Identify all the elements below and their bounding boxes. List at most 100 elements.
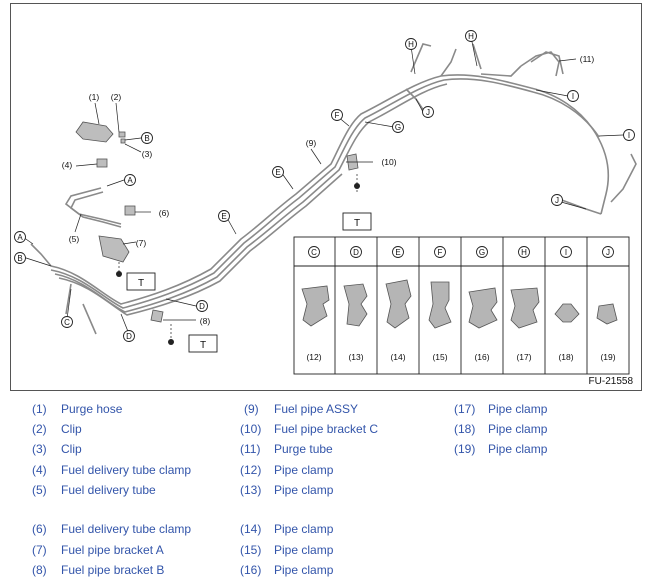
letter-c: C (61, 316, 73, 328)
callout-14: (14) (390, 352, 405, 362)
svg-text:J: J (606, 248, 610, 257)
svg-text:B: B (144, 134, 149, 143)
callout-16: (16) (474, 352, 489, 362)
callout-10: (10) (381, 157, 396, 167)
callout-5: (5) (69, 234, 80, 244)
svg-text:A: A (17, 233, 23, 242)
svg-text:E: E (395, 248, 400, 257)
letter-d-bottom: D (123, 330, 135, 342)
table-header-g: G (476, 246, 488, 258)
pipe-clamp-14-illustration (385, 279, 412, 329)
letter-b-left: B (14, 252, 26, 264)
letter-g: G (392, 121, 404, 133)
letter-f: F (331, 109, 343, 121)
letter-j-lower: J (551, 194, 563, 206)
legend-item-7: (7)Fuel pipe bracket A (32, 543, 164, 557)
callout-12: (12) (306, 352, 321, 362)
svg-text:H: H (468, 32, 474, 41)
svg-text:B: B (17, 254, 22, 263)
callout-4: (4) (62, 160, 73, 170)
table-header-f: F (434, 246, 446, 258)
legend-item-19: (19)Pipe clamp (454, 442, 548, 456)
svg-text:D: D (353, 248, 359, 257)
pipe-clamp-13-illustration (343, 283, 368, 327)
legend-item-11: (11)Purge tube (240, 442, 333, 456)
legend-item-3: (3)Clip (32, 442, 82, 456)
figure-code: FU-21558 (588, 376, 633, 387)
legend-item-16: (16)Pipe clamp (240, 563, 334, 577)
callout-1: (1) (89, 92, 100, 102)
callout-6: (6) (159, 208, 170, 218)
callout-19: (19) (600, 352, 615, 362)
letter-i-upper: I (567, 90, 579, 102)
legend-item-14: (14)Pipe clamp (240, 522, 334, 536)
svg-text:J: J (555, 196, 559, 205)
callout-17: (17) (516, 352, 531, 362)
callout-13: (13) (348, 352, 363, 362)
legend-item-1: (1)Purge hose (32, 402, 123, 416)
part-number-callouts: (1) (2) (3) (4) (5) (6) (7) (8) (9) (10)… (62, 54, 595, 326)
svg-text:G: G (479, 248, 485, 257)
pipe-clamp-15-illustration (428, 281, 452, 329)
legend-item-9: (9)Fuel pipe ASSY (244, 402, 359, 416)
callout-15: (15) (432, 352, 447, 362)
svg-text:F: F (335, 111, 340, 120)
svg-text:G: G (395, 123, 401, 132)
pipe-clamp-16-illustration (468, 287, 498, 329)
parts-legend: (1)Purge hose (2)Clip (3)Clip (4)Fuel de… (0, 398, 655, 584)
bolt-icons (116, 183, 360, 345)
legend-item-13: (13)Pipe clamp (240, 483, 334, 497)
callout-8: (8) (200, 316, 211, 326)
letter-b-clip: B (141, 132, 153, 144)
table-header-j: J (602, 246, 614, 258)
legend-item-8: (8)Fuel pipe bracket B (32, 563, 165, 577)
letter-callouts: B A A B C D D E E F G H H I I J J (14, 30, 635, 342)
purge-hose-part (75, 121, 126, 144)
torque-box-3: T (188, 334, 218, 353)
legend-item-5: (5)Fuel delivery tube (32, 483, 156, 497)
table-header-h: H (518, 246, 530, 258)
letter-e-lower: E (218, 210, 230, 222)
torque-box-2: T (126, 272, 156, 291)
letter-a-left: A (14, 231, 26, 243)
legend-item-2: (2)Clip (32, 422, 82, 436)
letter-j-upper: J (422, 106, 434, 118)
fuel-pipe-bracket-b-part (150, 309, 164, 323)
exploded-parts-diagram: T T T (1) (2) (3) (4) (5) (6) (7) (8) (9… (10, 3, 642, 391)
svg-text:I: I (565, 248, 567, 257)
svg-text:D: D (199, 302, 205, 311)
svg-text:A: A (127, 176, 133, 185)
svg-text:H: H (408, 40, 414, 49)
letter-h-right: H (465, 30, 477, 42)
svg-text:T: T (200, 340, 206, 351)
svg-text:T: T (138, 278, 144, 289)
fuel-delivery-tube-part (64, 187, 122, 228)
pipe-clamp-12-illustration (301, 285, 330, 327)
diagram-canvas: T T T (1) (2) (3) (4) (5) (6) (7) (8) (9… (14, 30, 637, 375)
callout-2: (2) (111, 92, 122, 102)
svg-text:C: C (64, 318, 70, 327)
legend-item-17: (17)Pipe clamp (454, 402, 548, 416)
svg-text:H: H (521, 248, 527, 257)
torque-box-1: T (342, 212, 372, 231)
callout-3: (3) (142, 149, 153, 159)
svg-text:F: F (438, 248, 443, 257)
legend-item-6: (6)Fuel delivery tube clamp (32, 522, 192, 536)
svg-text:T: T (354, 218, 360, 229)
fuel-pipe-assembly (30, 43, 637, 335)
callout-11: (11) (580, 54, 595, 64)
letter-h-left: H (405, 38, 417, 50)
svg-text:C: C (311, 248, 317, 257)
pipe-clamp-19-illustration (596, 303, 618, 325)
fuel-pipe-bracket-a-part (98, 235, 130, 263)
table-header-e: E (392, 246, 404, 258)
table-header-d: D (350, 246, 362, 258)
letter-d-right: D (196, 300, 208, 312)
legend-item-10: (10)Fuel pipe bracket C (240, 422, 379, 436)
fuel-delivery-clamp-part (96, 158, 136, 216)
clamp-table: C D E F G H I J (12) (13) (14) (15) (16) (293, 236, 630, 375)
legend-item-18: (18)Pipe clamp (454, 422, 548, 436)
purge-tube-part (520, 51, 560, 77)
svg-text:E: E (221, 212, 226, 221)
callout-18: (18) (558, 352, 573, 362)
